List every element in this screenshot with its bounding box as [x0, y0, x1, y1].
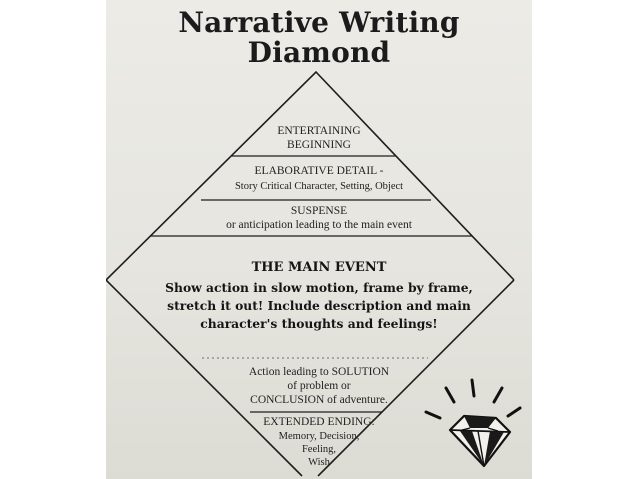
page-title-line-1: Narrative Writing	[178, 6, 460, 39]
page-title-line-2: Diamond	[247, 36, 391, 69]
solution-line-3: CONCLUSION of adventure.	[250, 394, 388, 406]
worksheet-page: Narrative Writing Diamond	[106, 0, 532, 479]
main-event-line-3: character's thoughts and feelings!	[200, 316, 438, 331]
main-event-line-1: Show action in slow motion, frame by fra…	[165, 280, 473, 295]
gem-icon	[424, 378, 522, 468]
diamond-upper-edges	[106, 70, 515, 281]
narrative-diamond	[106, 70, 522, 477]
solution-line-2: of problem or	[287, 380, 351, 392]
suspense-subtext: or anticipation leading to the main even…	[226, 219, 412, 231]
main-event-heading: THE MAIN EVENT	[251, 260, 387, 275]
ending-line-3: Wish	[308, 457, 330, 468]
solution-line-1: Action leading to SOLUTION	[248, 366, 390, 378]
beginning-line-1: ENTERTAINING	[277, 125, 361, 137]
main-event-line-2: stretch it out! Include description and …	[167, 298, 471, 313]
ending-heading: EXTENDED ENDING:	[263, 416, 375, 428]
beginning-line-2: BEGINNING	[287, 139, 351, 151]
detail-subtext: Story Critical Character, Setting, Objec…	[234, 181, 404, 192]
ending-line-2: Feeling,	[301, 444, 337, 455]
ending-line-1: Memory, Decision,	[278, 431, 360, 442]
diamond-lower-right-edge	[317, 279, 515, 477]
suspense-heading: SUSPENSE	[290, 205, 348, 217]
diamond-lower-left-edge	[106, 279, 303, 477]
detail-heading: ELABORATIVE DETAIL -	[254, 165, 384, 177]
